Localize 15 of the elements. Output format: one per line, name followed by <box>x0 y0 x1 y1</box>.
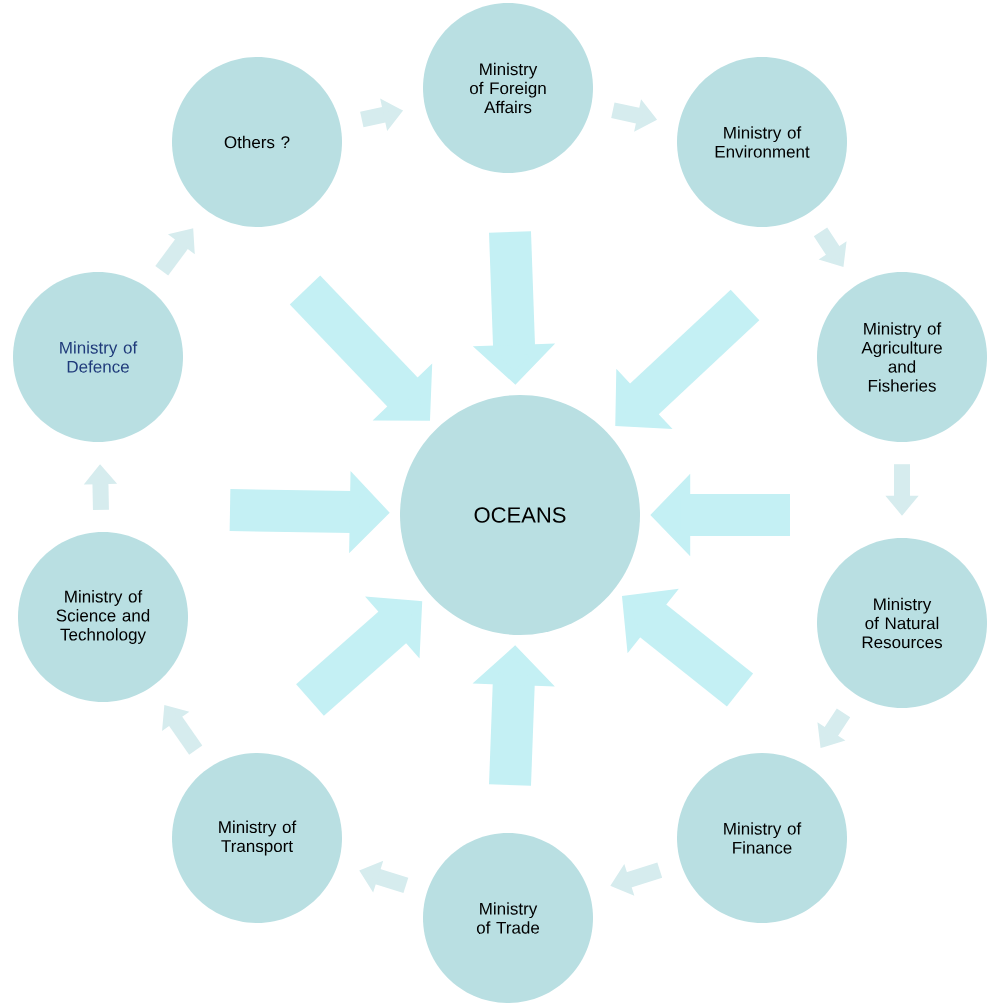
circle-node: Ministry of Science and Technology <box>18 532 188 702</box>
block-arrow <box>289 275 433 421</box>
circle-node: Ministry of Foreign Affairs <box>423 3 593 173</box>
circle-node: OCEANS <box>400 395 640 635</box>
block-arrow <box>155 228 195 276</box>
circle-node: Ministry of Trade <box>423 833 593 1003</box>
block-arrow <box>615 289 760 429</box>
circle-node: Ministry of Defence <box>13 272 183 442</box>
block-arrow <box>162 705 203 755</box>
circle-node: Ministry of Transport <box>172 753 342 923</box>
circle-node: Ministry of Natural Resources <box>817 538 987 708</box>
circle-node: Ministry of Finance <box>677 753 847 923</box>
circle-node: Others ? <box>172 57 342 227</box>
circle-node: Ministry of Agriculture and Fisheries <box>817 272 987 442</box>
circle-node: Ministry of Environment <box>677 57 847 227</box>
